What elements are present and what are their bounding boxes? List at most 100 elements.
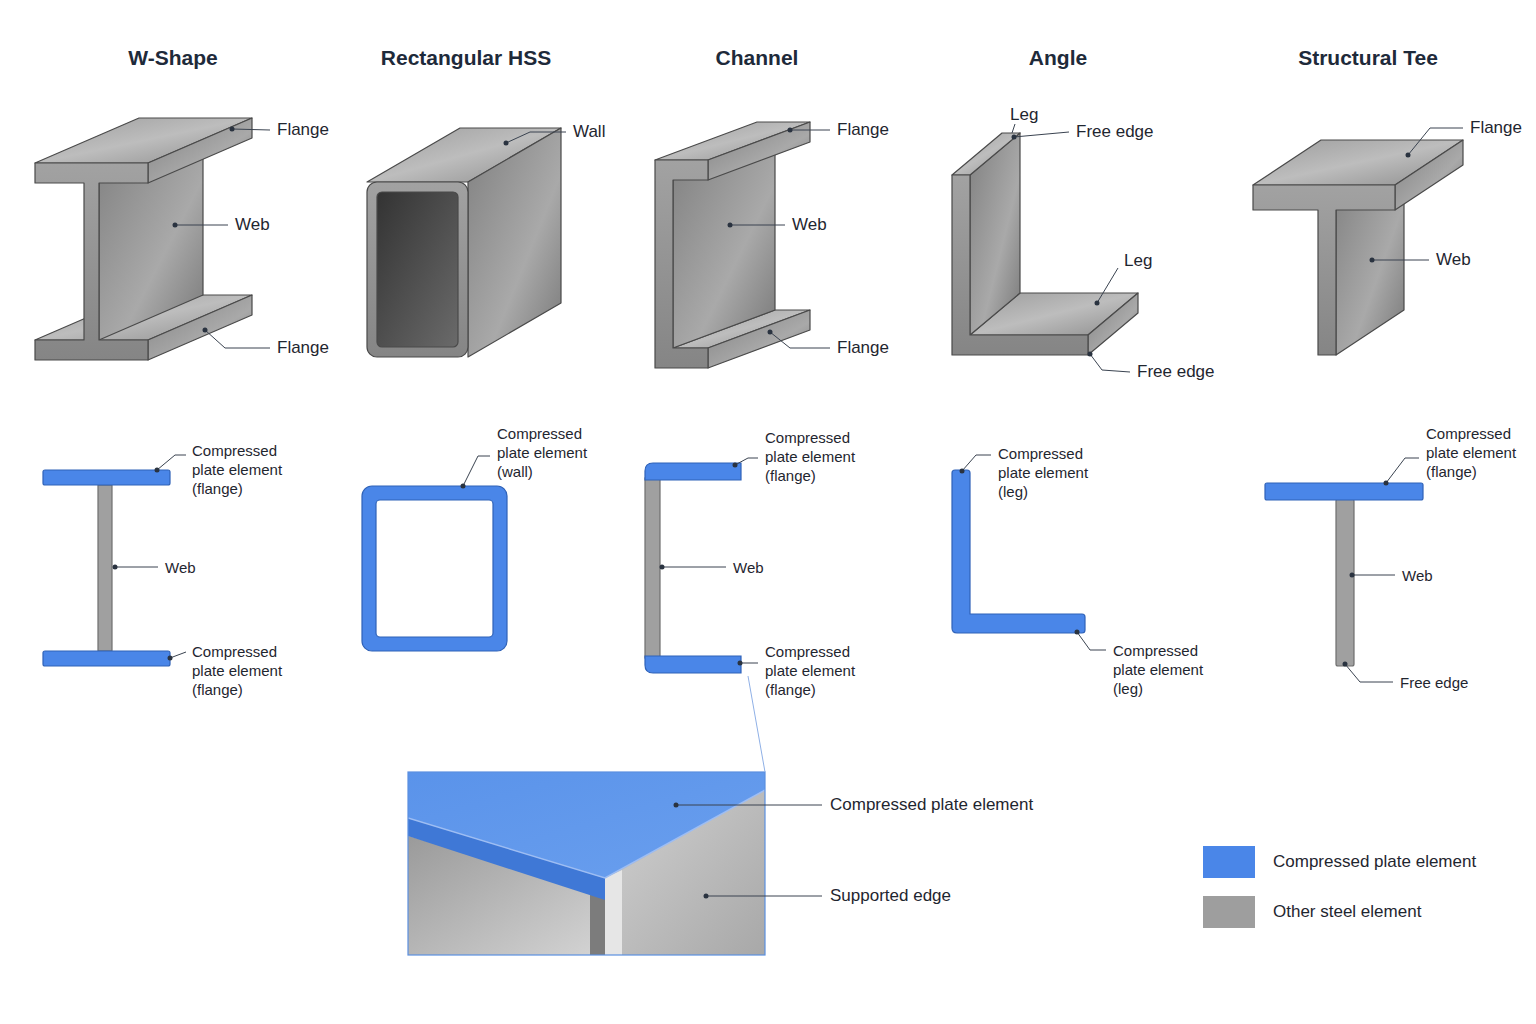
- angle-3d-part: [952, 133, 1020, 175]
- leader-lines-part: [1386, 458, 1419, 483]
- part-label: Web: [235, 215, 270, 235]
- part-label: Leg: [1124, 251, 1152, 271]
- leader-dots-part: [1075, 630, 1080, 635]
- tee-3d-part: [1395, 140, 1463, 210]
- hss-section: [362, 486, 507, 651]
- leader-dots-part: [1350, 573, 1355, 578]
- callout-label: Compressed plate element (flange): [1426, 424, 1528, 481]
- leader-lines-part: [157, 455, 186, 470]
- leader-dots-part: [168, 656, 173, 661]
- inset-detail-part: [408, 772, 765, 878]
- inset-frame: [408, 772, 765, 955]
- tee-section-part: [1336, 499, 1354, 666]
- leader-lines-part: [706, 896, 822, 897]
- leader-dots-part: [113, 565, 118, 570]
- leader-dots-part: [1088, 352, 1093, 357]
- leader-lines-part: [463, 456, 490, 486]
- leader-lines-part: [790, 130, 830, 131]
- hss-3d: [367, 128, 561, 357]
- inset-detail-part: [408, 772, 765, 955]
- channel-3d-part: [708, 122, 810, 180]
- callout-label: Supported edge: [830, 886, 951, 906]
- inset-detail-part: [605, 870, 622, 955]
- leader-dots-part: [1012, 135, 1017, 140]
- leader-dots-part: [203, 328, 208, 333]
- channel-section-part: [645, 656, 741, 673]
- leader-dots-part: [461, 484, 466, 489]
- leader-lines-part: [1014, 132, 1069, 137]
- part-label: Flange: [277, 120, 329, 140]
- channel-section: [645, 463, 741, 673]
- leader-dots-part: [738, 661, 743, 666]
- leader-dots-part: [660, 565, 665, 570]
- leader-dots-part: [1095, 301, 1100, 306]
- w-shape-3d: [35, 118, 252, 360]
- leader-dots-part: [728, 223, 733, 228]
- leader-dots-part: [504, 141, 509, 146]
- leader-lines-part: [1345, 664, 1393, 682]
- part-label: Flange: [1470, 118, 1522, 138]
- leader-dots-part: [1406, 153, 1411, 158]
- inset-pointer: [748, 676, 765, 772]
- w-shape-section: [43, 470, 170, 666]
- leader-dots-part: [788, 128, 793, 133]
- column-heading: Rectangular HSS: [381, 46, 551, 70]
- column-heading: Angle: [1029, 46, 1087, 70]
- w-shape-3d-part: [148, 118, 252, 183]
- inset-detail-part: [408, 790, 765, 878]
- leader-dots-part: [230, 127, 235, 132]
- w-shape-3d-part: [35, 163, 148, 360]
- legend-swatch: [1203, 846, 1255, 878]
- leader-lines-part: [1352, 575, 1395, 576]
- leader-dots-part: [173, 223, 178, 228]
- leader-lines-part: [170, 652, 186, 658]
- leader-lines-part: [962, 455, 991, 471]
- part-label: Web: [1402, 567, 1433, 584]
- channel-3d-part: [655, 160, 708, 368]
- callout-label: Compressed plate element (leg): [998, 444, 1100, 501]
- callout-label: Compressed plate element (wall): [497, 424, 599, 481]
- callout-label: Compressed plate element (flange): [765, 428, 867, 485]
- leader-dots-part: [1370, 258, 1375, 263]
- hss-3d-part: [468, 128, 561, 357]
- part-label: Free edge: [1137, 362, 1215, 382]
- leader-lines-part: [175, 225, 228, 226]
- leader-lines-part: [1090, 354, 1130, 372]
- leader-dots-part: [733, 463, 738, 468]
- tee-3d: [1253, 140, 1463, 355]
- tee-section: [1265, 483, 1423, 666]
- w-shape-section-part: [43, 470, 170, 485]
- legend-swatch: [1203, 896, 1255, 928]
- leader-lines-part: [1097, 268, 1118, 303]
- part-label: Wall: [573, 122, 605, 142]
- leader-lines-part: [730, 225, 785, 226]
- part-label: Web: [1436, 250, 1471, 270]
- leader-lines-part: [1372, 260, 1429, 261]
- hss-section-part: [376, 500, 493, 637]
- leader-lines-part: [1012, 124, 1015, 133]
- leader-lines: [115, 124, 1463, 896]
- part-label: Free edge: [1076, 122, 1154, 142]
- leader-lines-part: [1408, 128, 1463, 155]
- leader-dots-part: [155, 468, 160, 473]
- column-heading: W-Shape: [128, 46, 217, 70]
- leader-dots-part: [1384, 481, 1389, 486]
- angle-3d: [952, 133, 1138, 355]
- angle-3d-part: [952, 175, 1088, 355]
- part-label: Web: [792, 215, 827, 235]
- angle-3d-part: [1088, 293, 1138, 355]
- part-label: Web: [733, 559, 764, 576]
- leader-lines-part: [205, 330, 270, 348]
- leader-lines-part: [115, 567, 158, 568]
- w-shape-section-part: [98, 485, 112, 651]
- leader-dots-part: [768, 330, 773, 335]
- inset-detail: [408, 772, 765, 955]
- leader-dots-part: [704, 894, 709, 899]
- callout-label: Compressed plate element: [830, 795, 1033, 815]
- part-label: Flange: [837, 120, 889, 140]
- leader-dots-part: [1343, 662, 1348, 667]
- legend-text: Other steel element: [1273, 902, 1421, 922]
- callout-label: Compressed plate element (leg): [1113, 641, 1215, 698]
